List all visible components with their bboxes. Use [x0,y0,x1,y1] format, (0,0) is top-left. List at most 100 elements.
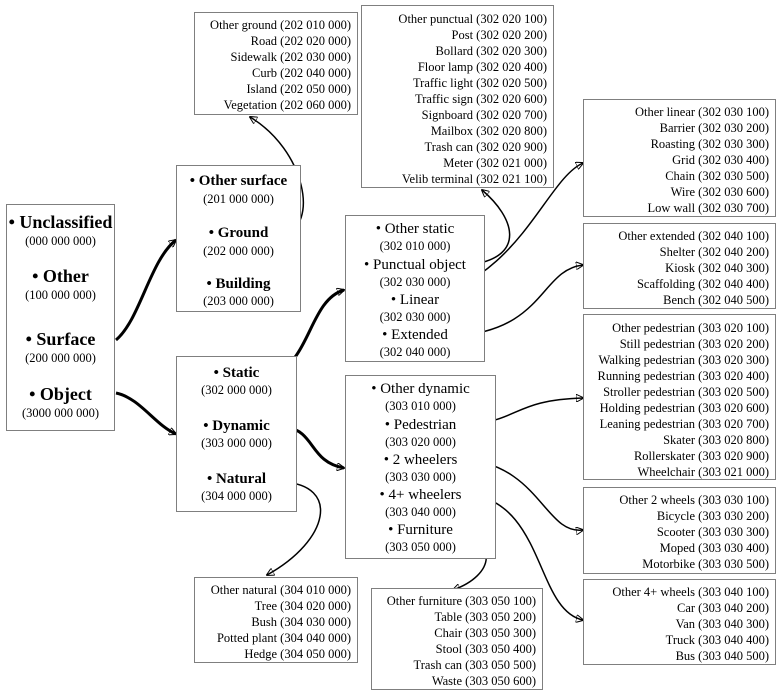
pedestrian-item: Other pedestrian (303 020 100) [612,321,769,335]
surface-building-code: (203 000 000) [203,294,274,308]
pedestrian-item: Rollerskater (303 020 900) [633,449,769,463]
extended-list-box: Other extended (302 040 100) Shelter (30… [583,223,776,309]
static-other-static-code: (302 010 000) [379,239,451,253]
dynamic-4wheelers-code: (303 040 000) [385,505,456,519]
pedestrian-item: Leaning pedestrian (303 020 700) [599,417,769,431]
object-natural-label: • Natural [207,471,266,487]
root-unclassified-code: (000 000 000) [25,234,96,248]
dynamic-2wheelers-label: • 2 wheelers [383,452,458,468]
punctual-item: Trash can (302 020 900) [424,140,547,154]
static-categories-box: • Other static (302 010 000) • Punctual … [345,215,485,362]
punctual-item: Signboard (302 020 700) [421,108,547,122]
furniture-item: Chair (303 050 300) [434,626,536,640]
2wheels-list-box: Other 2 wheels (303 030 100) Bicycle (30… [583,487,776,574]
2wheels-item: Scooter (303 030 300) [656,525,769,539]
linear-item: Chain (302 030 500) [665,169,769,183]
ground-item: Curb (202 040 000) [252,66,351,80]
dynamic-furniture-label: • Furniture [388,522,453,538]
ground-item: Sidewalk (202 030 000) [230,50,351,64]
dynamic-pedestrian-code: (303 020 000) [385,435,456,449]
punctual-list-box: Other punctual (302 020 100) Post (302 0… [361,5,554,188]
linear-item: Barrier (302 030 200) [659,121,769,135]
4wheels-item: Truck (303 040 400) [665,633,769,647]
extended-item: Kiosk (302 040 300) [665,261,769,275]
dynamic-furniture-code: (303 050 000) [385,540,456,554]
arrow-surface-to-surface-box [115,240,176,342]
punctual-item: Traffic light (302 020 500) [412,76,547,90]
linear-item: Wire (302 030 600) [670,185,769,199]
linear-item: Other linear (302 030 100) [635,105,769,119]
ground-item: Road (202 020 000) [250,34,351,48]
static-extended-label: • Extended [382,327,448,343]
natural-item: Tree (304 020 000) [254,599,351,613]
furniture-item: Stool (303 050 400) [435,642,536,656]
linear-item: Low wall (302 030 700) [647,201,769,215]
punctual-item: Post (302 020 200) [451,28,548,42]
pedestrian-item: Still pedestrian (303 020 200) [619,337,769,351]
4wheels-item: Other 4+ wheels (303 040 100) [612,585,769,599]
2wheels-item: Moped (303 030 400) [659,541,769,555]
surface-ground-label: • Ground [208,225,269,241]
surface-ground-code: (202 000 000) [203,244,274,258]
natural-item: Bush (304 030 000) [251,615,351,629]
dynamic-other-code: (303 010 000) [385,399,456,413]
punctual-item: Other punctual (302 020 100) [398,12,547,26]
static-extended-code: (302 040 000) [379,345,451,359]
static-punctual-label: • Punctual object [364,257,466,273]
natural-item: Potted plant (304 040 000) [216,631,351,645]
natural-item: Hedge (304 050 000) [244,647,351,661]
static-other-static-label: • Other static [375,221,455,237]
dynamic-other-label: • Other dynamic [371,381,470,397]
surface-other-surface-code: (201 000 000) [203,192,274,206]
pedestrian-item: Stroller pedestrian (303 020 500) [603,385,769,399]
pedestrian-item: Skater (303 020 800) [663,433,769,447]
extended-item: Shelter (302 040 200) [659,245,769,259]
root-unclassified-label: • Unclassified [8,212,113,232]
furniture-item: Waste (303 050 600) [431,674,536,688]
dynamic-4wheelers-label: • 4+ wheelers [379,487,462,503]
static-linear-label: • Linear [390,292,440,308]
static-punctual-code: (302 030 000) [379,275,451,289]
2wheels-item: Motorbike (303 030 500) [642,557,769,571]
punctual-item: Mailbox (302 020 800) [430,124,547,138]
2wheels-item: Other 2 wheels (303 030 100) [619,493,769,507]
punctual-item: Meter (302 021 000) [443,156,547,170]
surface-building-label: • Building [206,276,271,292]
punctual-item: Traffic sign (302 020 600) [415,92,547,106]
pedestrian-item: Holding pedestrian (303 020 600) [599,401,769,415]
object-dynamic-code: (303 000 000) [201,436,272,450]
furniture-list-box: Other furniture (303 050 100) Table (303… [371,588,543,690]
root-other-label: • Other [32,266,89,286]
furniture-item: Other furniture (303 050 100) [386,594,536,608]
4wheels-item: Bus (303 040 500) [675,649,769,663]
object-natural-code: (304 000 000) [201,489,272,503]
2wheels-item: Bicycle (303 030 200) [656,509,769,523]
root-surface-code: (200 000 000) [25,351,96,365]
root-object-label: • Object [29,384,92,404]
4wheels-item: Car (303 040 200) [677,601,769,615]
surface-other-surface-label: • Other surface [189,173,288,189]
pedestrian-item: Running pedestrian (303 020 400) [597,369,769,383]
furniture-item: Trash can (303 050 500) [413,658,536,672]
extended-item: Scaffolding (302 040 400) [636,277,769,291]
natural-list-box: Other natural (304 010 000) Tree (304 02… [194,577,358,663]
object-categories-box: • Static (302 000 000) • Dynamic (303 00… [176,356,297,512]
extended-item: Other extended (302 040 100) [618,229,769,243]
natural-item: Other natural (304 010 000) [210,583,351,597]
surface-categories-box: • Other surface (201 000 000) • Ground (… [176,165,301,312]
root-object-code: (3000 000 000) [21,406,100,420]
pedestrian-item: Walking pedestrian (303 020 300) [598,353,769,367]
4wheels-item: Van (303 040 300) [675,617,769,631]
dynamic-2wheelers-code: (303 030 000) [385,470,456,484]
4wheels-list-box: Other 4+ wheels (303 040 100) Car (303 0… [583,579,776,665]
ground-list-box: Other ground (202 010 000) Road (202 020… [194,12,358,115]
arrow-object-to-object-box [115,391,176,434]
extended-item: Bench (302 040 500) [663,293,769,307]
linear-item: Roasting (302 030 300) [650,137,769,151]
linear-list-box: Other linear (302 030 100) Barrier (302 … [583,99,776,217]
linear-item: Grid (302 030 400) [672,153,769,167]
object-static-code: (302 000 000) [201,383,272,397]
punctual-item: Floor lamp (302 020 400) [417,60,547,74]
pedestrian-item: Wheelchair (303 021 000) [637,465,769,479]
ground-item: Vegetation (202 060 000) [223,98,351,112]
